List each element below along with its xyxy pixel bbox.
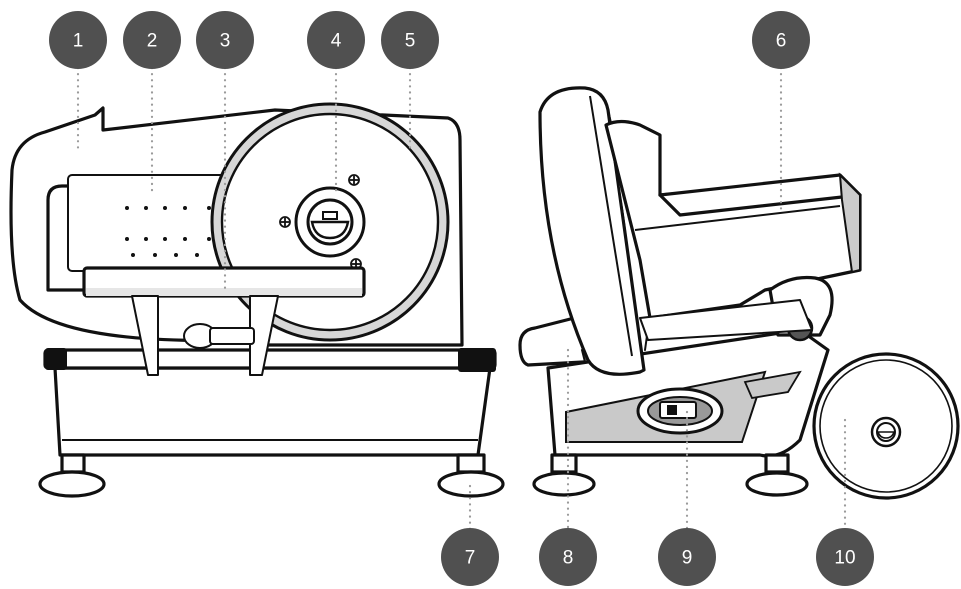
callout-4-label: 4 (331, 31, 342, 52)
callout-8[interactable]: 8 (539, 528, 597, 586)
callout-7-label: 7 (465, 548, 476, 569)
callout-6[interactable]: 6 (752, 11, 810, 69)
callout-3-label: 3 (220, 31, 231, 52)
callout-7[interactable]: 7 (441, 528, 499, 586)
callout-3[interactable]: 3 (196, 11, 254, 69)
callout-5[interactable]: 5 (381, 11, 439, 69)
callout-5-label: 5 (405, 31, 416, 52)
leader-lines (76, 66, 847, 532)
meat-slicer-side-view-illustration (9, 102, 505, 498)
callout-10[interactable]: 10 (816, 528, 874, 586)
callout-2-label: 2 (147, 31, 158, 52)
callout-9[interactable]: 9 (658, 528, 716, 586)
spare-blade-illustration (812, 352, 960, 500)
meat-slicer-angled-view-illustration (518, 86, 862, 497)
callout-6-label: 6 (776, 31, 787, 52)
callout-10-label: 10 (834, 548, 855, 569)
callout-9-label: 9 (682, 548, 693, 569)
callout-1[interactable]: 1 (49, 11, 107, 69)
callout-8-label: 8 (563, 548, 574, 569)
callout-4[interactable]: 4 (307, 11, 365, 69)
callout-1-label: 1 (73, 31, 84, 52)
callout-2[interactable]: 2 (123, 11, 181, 69)
